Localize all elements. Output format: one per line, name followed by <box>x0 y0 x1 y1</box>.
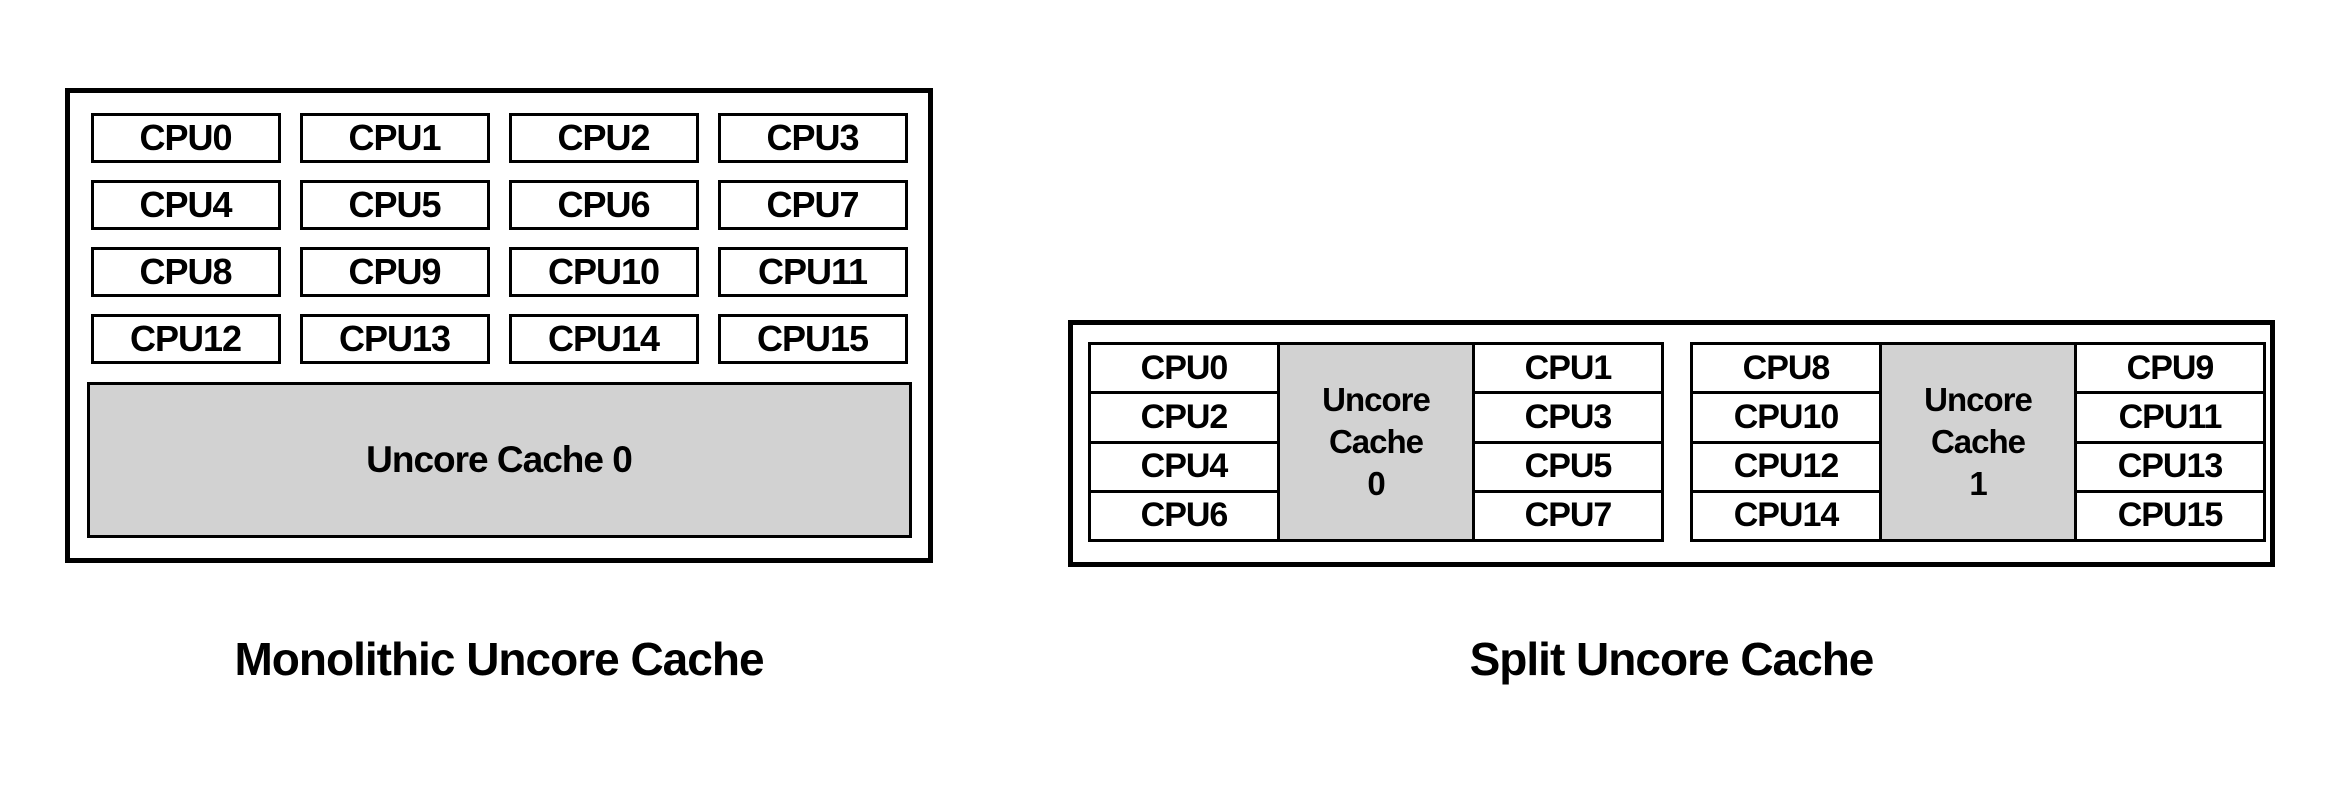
uncore-cache-1-split-box: Uncore Cache 1 <box>1879 342 2077 542</box>
cpu-box: CPU10 <box>508 247 699 297</box>
cluster-1-right-cpu-stack: CPU9 CPU11 CPU13 CPU15 <box>2074 342 2266 542</box>
uncore-label-line: Cache <box>1328 422 1424 460</box>
uncore-label-line: 1 <box>1969 465 1987 503</box>
cpu-box: CPU13 <box>299 314 490 364</box>
cpu-cell: CPU8 <box>1693 345 1879 395</box>
cpu-cell: CPU4 <box>1091 443 1277 493</box>
cpu-cell: CPU0 <box>1091 345 1277 395</box>
cpu-cell: CPU10 <box>1693 394 1879 444</box>
monolithic-cpu-grid: CPU0 CPU1 CPU2 CPU3 CPU4 CPU5 CPU6 CPU7 … <box>70 113 928 364</box>
cpu-cell: CPU3 <box>1475 394 1661 444</box>
split-cluster-1: CPU8 CPU10 CPU12 CPU14 Uncore Cache 1 CP… <box>1690 342 2266 542</box>
cpu-cell: CPU5 <box>1475 443 1661 493</box>
split-chip-box: CPU0 CPU2 CPU4 CPU6 Uncore Cache 0 CPU1 … <box>1068 320 2275 567</box>
split-caption: Split Uncore Cache <box>1469 633 1875 685</box>
cpu-cell: CPU9 <box>2077 345 2263 395</box>
cpu-box: CPU12 <box>90 314 281 364</box>
cpu-cell: CPU1 <box>1475 345 1661 395</box>
uncore-cache-0-split-box: Uncore Cache 0 <box>1277 342 1475 542</box>
cpu-box: CPU0 <box>90 113 281 163</box>
cpu-cell: CPU2 <box>1091 394 1277 444</box>
cpu-cell: CPU12 <box>1693 443 1879 493</box>
cpu-cell: CPU14 <box>1693 492 1879 539</box>
uncore-cache-0-box: Uncore Cache 0 <box>86 382 912 538</box>
uncore-label-line: Uncore <box>1924 380 2033 418</box>
cluster-1-left-cpu-stack: CPU8 CPU10 CPU12 CPU14 <box>1690 342 1882 542</box>
cpu-cell: CPU13 <box>2077 443 2263 493</box>
monolithic-caption: Monolithic Uncore Cache <box>234 633 764 685</box>
cpu-box: CPU11 <box>717 247 908 297</box>
split-cluster-0: CPU0 CPU2 CPU4 CPU6 Uncore Cache 0 CPU1 … <box>1088 342 1664 542</box>
cpu-cell: CPU11 <box>2077 394 2263 444</box>
cpu-box: CPU3 <box>717 113 908 163</box>
cpu-box: CPU7 <box>717 180 908 230</box>
cpu-box: CPU4 <box>90 180 281 230</box>
uncore-label-line: Cache <box>1930 422 2026 460</box>
cpu-box: CPU6 <box>508 180 699 230</box>
cpu-box: CPU15 <box>717 314 908 364</box>
cpu-cell: CPU6 <box>1091 492 1277 539</box>
uncore-label-line: 0 <box>1367 465 1385 503</box>
cpu-box: CPU14 <box>508 314 699 364</box>
cluster-0-left-cpu-stack: CPU0 CPU2 CPU4 CPU6 <box>1088 342 1280 542</box>
uncore-label-line: Uncore <box>1322 380 1431 418</box>
cpu-box: CPU8 <box>90 247 281 297</box>
cpu-cell: CPU7 <box>1475 492 1661 539</box>
cpu-box: CPU9 <box>299 247 490 297</box>
cpu-box: CPU2 <box>508 113 699 163</box>
monolithic-chip-box: CPU0 CPU1 CPU2 CPU3 CPU4 CPU5 CPU6 CPU7 … <box>65 88 933 563</box>
cluster-0-right-cpu-stack: CPU1 CPU3 CPU5 CPU7 <box>1472 342 1664 542</box>
cpu-box: CPU1 <box>299 113 490 163</box>
cpu-cell: CPU15 <box>2077 492 2263 539</box>
split-clusters: CPU0 CPU2 CPU4 CPU6 Uncore Cache 0 CPU1 … <box>1088 342 2270 542</box>
cpu-box: CPU5 <box>299 180 490 230</box>
